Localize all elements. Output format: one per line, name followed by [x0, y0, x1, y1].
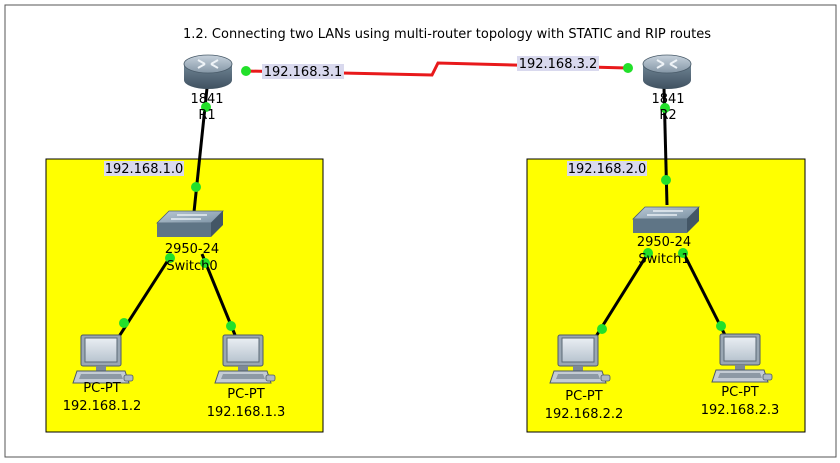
router-icon[interactable]	[642, 54, 692, 90]
switch0-model: 2950-24	[165, 242, 219, 257]
link-up-indicator	[597, 324, 607, 334]
link-up-indicator	[226, 321, 236, 331]
switch-icon[interactable]	[156, 210, 224, 238]
router-r1-model: 1841	[190, 92, 223, 107]
pc-ip: 192.168.2.2	[545, 407, 624, 422]
pc-type: PC-PT	[721, 385, 758, 400]
pc-type: PC-PT	[83, 381, 120, 396]
link-switch1-pc1[interactable]	[593, 249, 652, 339]
link-switch1-pc2[interactable]	[680, 249, 727, 336]
link-up-indicator	[200, 258, 210, 268]
label-background	[517, 56, 599, 71]
switch0-name: Switch0	[166, 259, 217, 274]
label-background	[567, 161, 647, 176]
link-up-indicator	[643, 248, 653, 258]
router-r1-name: R1	[198, 108, 215, 123]
pc-ip: 192.168.1.2	[63, 399, 142, 414]
label-background	[104, 161, 184, 176]
pc-type: PC-PT	[227, 387, 264, 402]
serial-right-ip: 192.168.3.2	[519, 57, 598, 72]
label-background	[262, 64, 344, 79]
lan-right-network: 192.168.2.0	[568, 162, 647, 177]
lan-left-network: 192.168.1.0	[105, 162, 184, 177]
link-up-indicator	[119, 318, 129, 328]
link-up-indicator	[716, 321, 726, 331]
link-up-indicator	[660, 103, 670, 113]
switch1-name: Switch1	[638, 252, 689, 267]
diagram-title: 1.2. Connecting two LANs using multi-rou…	[183, 27, 711, 42]
link-status-indicators	[119, 63, 726, 334]
lan-area-left[interactable]	[45, 158, 324, 433]
router-icon[interactable]	[183, 54, 233, 90]
link-up-indicator	[191, 182, 201, 192]
switch-icon[interactable]	[632, 206, 700, 234]
serial-left-ip: 192.168.3.1	[264, 65, 343, 80]
diagram-frame	[4, 4, 837, 458]
switch1-model: 2950-24	[637, 235, 691, 250]
link-up-indicator	[661, 175, 671, 185]
pc-ip: 192.168.1.3	[207, 405, 286, 420]
link-up-indicator	[201, 102, 211, 112]
link-up-indicator	[623, 63, 633, 73]
pc-ip: 192.168.2.3	[701, 403, 780, 418]
pc-type: PC-PT	[565, 389, 602, 404]
router-r2-name: R2	[659, 108, 676, 123]
link-up-indicator	[678, 248, 688, 258]
router-r2-model: 1841	[651, 92, 684, 107]
link-up-indicator	[241, 66, 251, 76]
link-up-indicator	[165, 253, 175, 263]
